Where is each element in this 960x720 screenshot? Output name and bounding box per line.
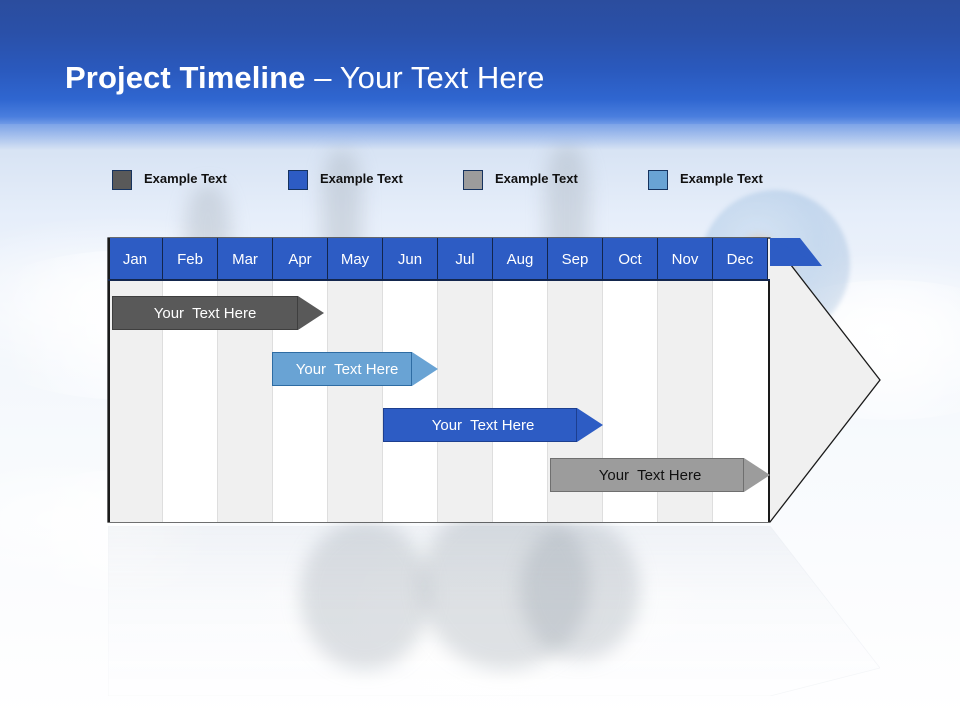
column-divider [547, 280, 548, 522]
legend-swatch-icon [288, 170, 308, 190]
legend: Example Text Example Text Example Text E… [0, 168, 960, 194]
grid-column-mar: Mar [218, 238, 273, 522]
month-header-jun[interactable]: Jun [383, 238, 438, 280]
month-header-nov[interactable]: Nov [658, 238, 713, 280]
month-header-apr[interactable]: Apr [273, 238, 328, 280]
month-header-dec[interactable]: Dec [713, 238, 768, 280]
bar-body [550, 458, 744, 492]
bar-body [272, 352, 412, 386]
grid-column-jul: Jul [438, 238, 493, 522]
grid-right-border [768, 280, 770, 522]
bar-body [383, 408, 577, 442]
bar-label: Your Text Here [153, 304, 257, 322]
legend-label: Example Text [495, 171, 578, 186]
column-divider [657, 280, 658, 522]
bar-arrow-tip-icon [577, 408, 603, 442]
page-title-rest: Your Text Here [339, 60, 545, 95]
bar-arrow-tip-icon [412, 352, 438, 386]
bar-body [112, 296, 298, 330]
grid-column-jan: Jan [108, 238, 163, 522]
column-divider [437, 280, 438, 522]
month-header-may[interactable]: May [328, 238, 383, 280]
page-title: Project Timeline – Your Text Here [65, 60, 544, 96]
page-title-separator: – [305, 60, 340, 95]
grid-column-aug: Aug [493, 238, 548, 522]
legend-label: Example Text [320, 171, 403, 186]
timeline-bar-1[interactable]: Your Text Here [112, 296, 324, 330]
month-header-jul[interactable]: Jul [438, 238, 493, 280]
legend-swatch-icon [648, 170, 668, 190]
grid-column-feb: Feb [163, 238, 218, 522]
timeline-bar-4[interactable]: Your Text Here [550, 458, 770, 492]
column-divider [272, 280, 273, 522]
header-bottom-border [108, 279, 770, 281]
column-divider [327, 280, 328, 522]
legend-swatch-icon [463, 170, 483, 190]
timeline-bar-2[interactable]: Your Text Here [272, 352, 438, 386]
month-header-oct[interactable]: Oct [603, 238, 658, 280]
title-band [0, 0, 960, 150]
column-divider [217, 280, 218, 522]
column-divider [162, 280, 163, 522]
legend-label: Example Text [680, 171, 763, 186]
month-header-jan[interactable]: Jan [108, 238, 163, 280]
column-divider [382, 280, 383, 522]
column-divider [492, 280, 493, 522]
column-divider [602, 280, 603, 522]
bar-label: Your Text Here [598, 466, 702, 484]
column-divider [712, 280, 713, 522]
month-header-feb[interactable]: Feb [163, 238, 218, 280]
bar-label: Your Text Here [295, 360, 399, 378]
bar-arrow-tip-icon [298, 296, 324, 330]
legend-label: Example Text [144, 171, 227, 186]
month-header-aug[interactable]: Aug [493, 238, 548, 280]
month-header-sep[interactable]: Sep [548, 238, 603, 280]
month-header-mar[interactable]: Mar [218, 238, 273, 280]
bar-arrow-tip-icon [744, 458, 770, 492]
timeline-bar-3[interactable]: Your Text Here [383, 408, 603, 442]
bar-label: Your Text Here [431, 416, 535, 434]
page-title-bold: Project Timeline [65, 60, 306, 95]
timeline-chart: Jan Feb Mar Apr May Jun Jul Aug Sep Oct … [107, 237, 881, 524]
grid-left-border [108, 238, 110, 522]
legend-swatch-icon [112, 170, 132, 190]
